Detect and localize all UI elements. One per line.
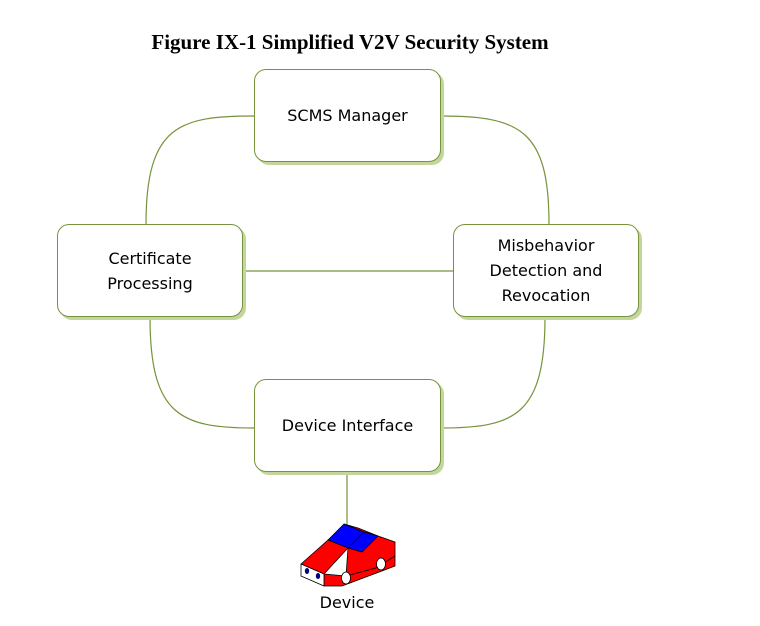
node-misbehavior-detection: Misbehavior Detection and Revocation [453, 224, 639, 317]
connector-cert-device-interface [149, 316, 255, 429]
connector-misbehavior-device-interface [440, 316, 546, 429]
node-device-interface-label: Device Interface [281, 416, 414, 435]
connector-scms-cert [145, 115, 255, 225]
node-scms-manager-label: SCMS Manager [287, 106, 408, 125]
node-device-interface: Device Interface [254, 379, 441, 472]
node-misbehavior-detection-label: Misbehavior Detection and Revocation [489, 236, 603, 305]
device-label: Device [319, 593, 375, 612]
car-icon [300, 523, 396, 587]
node-certificate-processing: Certificate Processing [57, 224, 243, 317]
node-scms-manager: SCMS Manager [254, 69, 441, 162]
node-certificate-processing-label: Certificate Processing [107, 248, 193, 293]
connector-scms-misbehavior [440, 115, 550, 225]
figure-title: Figure IX-1 Simplified V2V Security Syst… [151, 30, 549, 54]
